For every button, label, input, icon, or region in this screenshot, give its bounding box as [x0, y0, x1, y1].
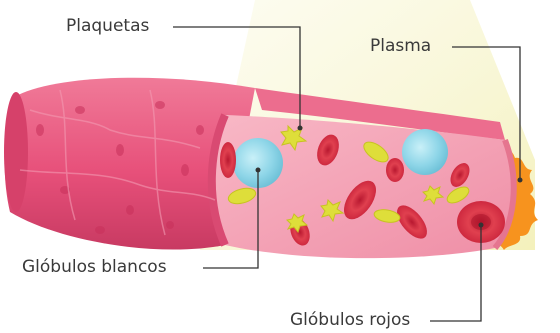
vessel-end: [4, 92, 28, 212]
label-white-blood-cells: Glóbulos blancos: [22, 259, 167, 276]
label-red-blood-cells: Glóbulos rojos: [290, 312, 410, 329]
label-plasma: Plasma: [370, 38, 431, 55]
white-blood-cell: [402, 129, 448, 175]
red-blood-cell: [220, 142, 236, 178]
label-platelets: Plaquetas: [66, 18, 149, 35]
red-blood-cell: [386, 158, 404, 182]
